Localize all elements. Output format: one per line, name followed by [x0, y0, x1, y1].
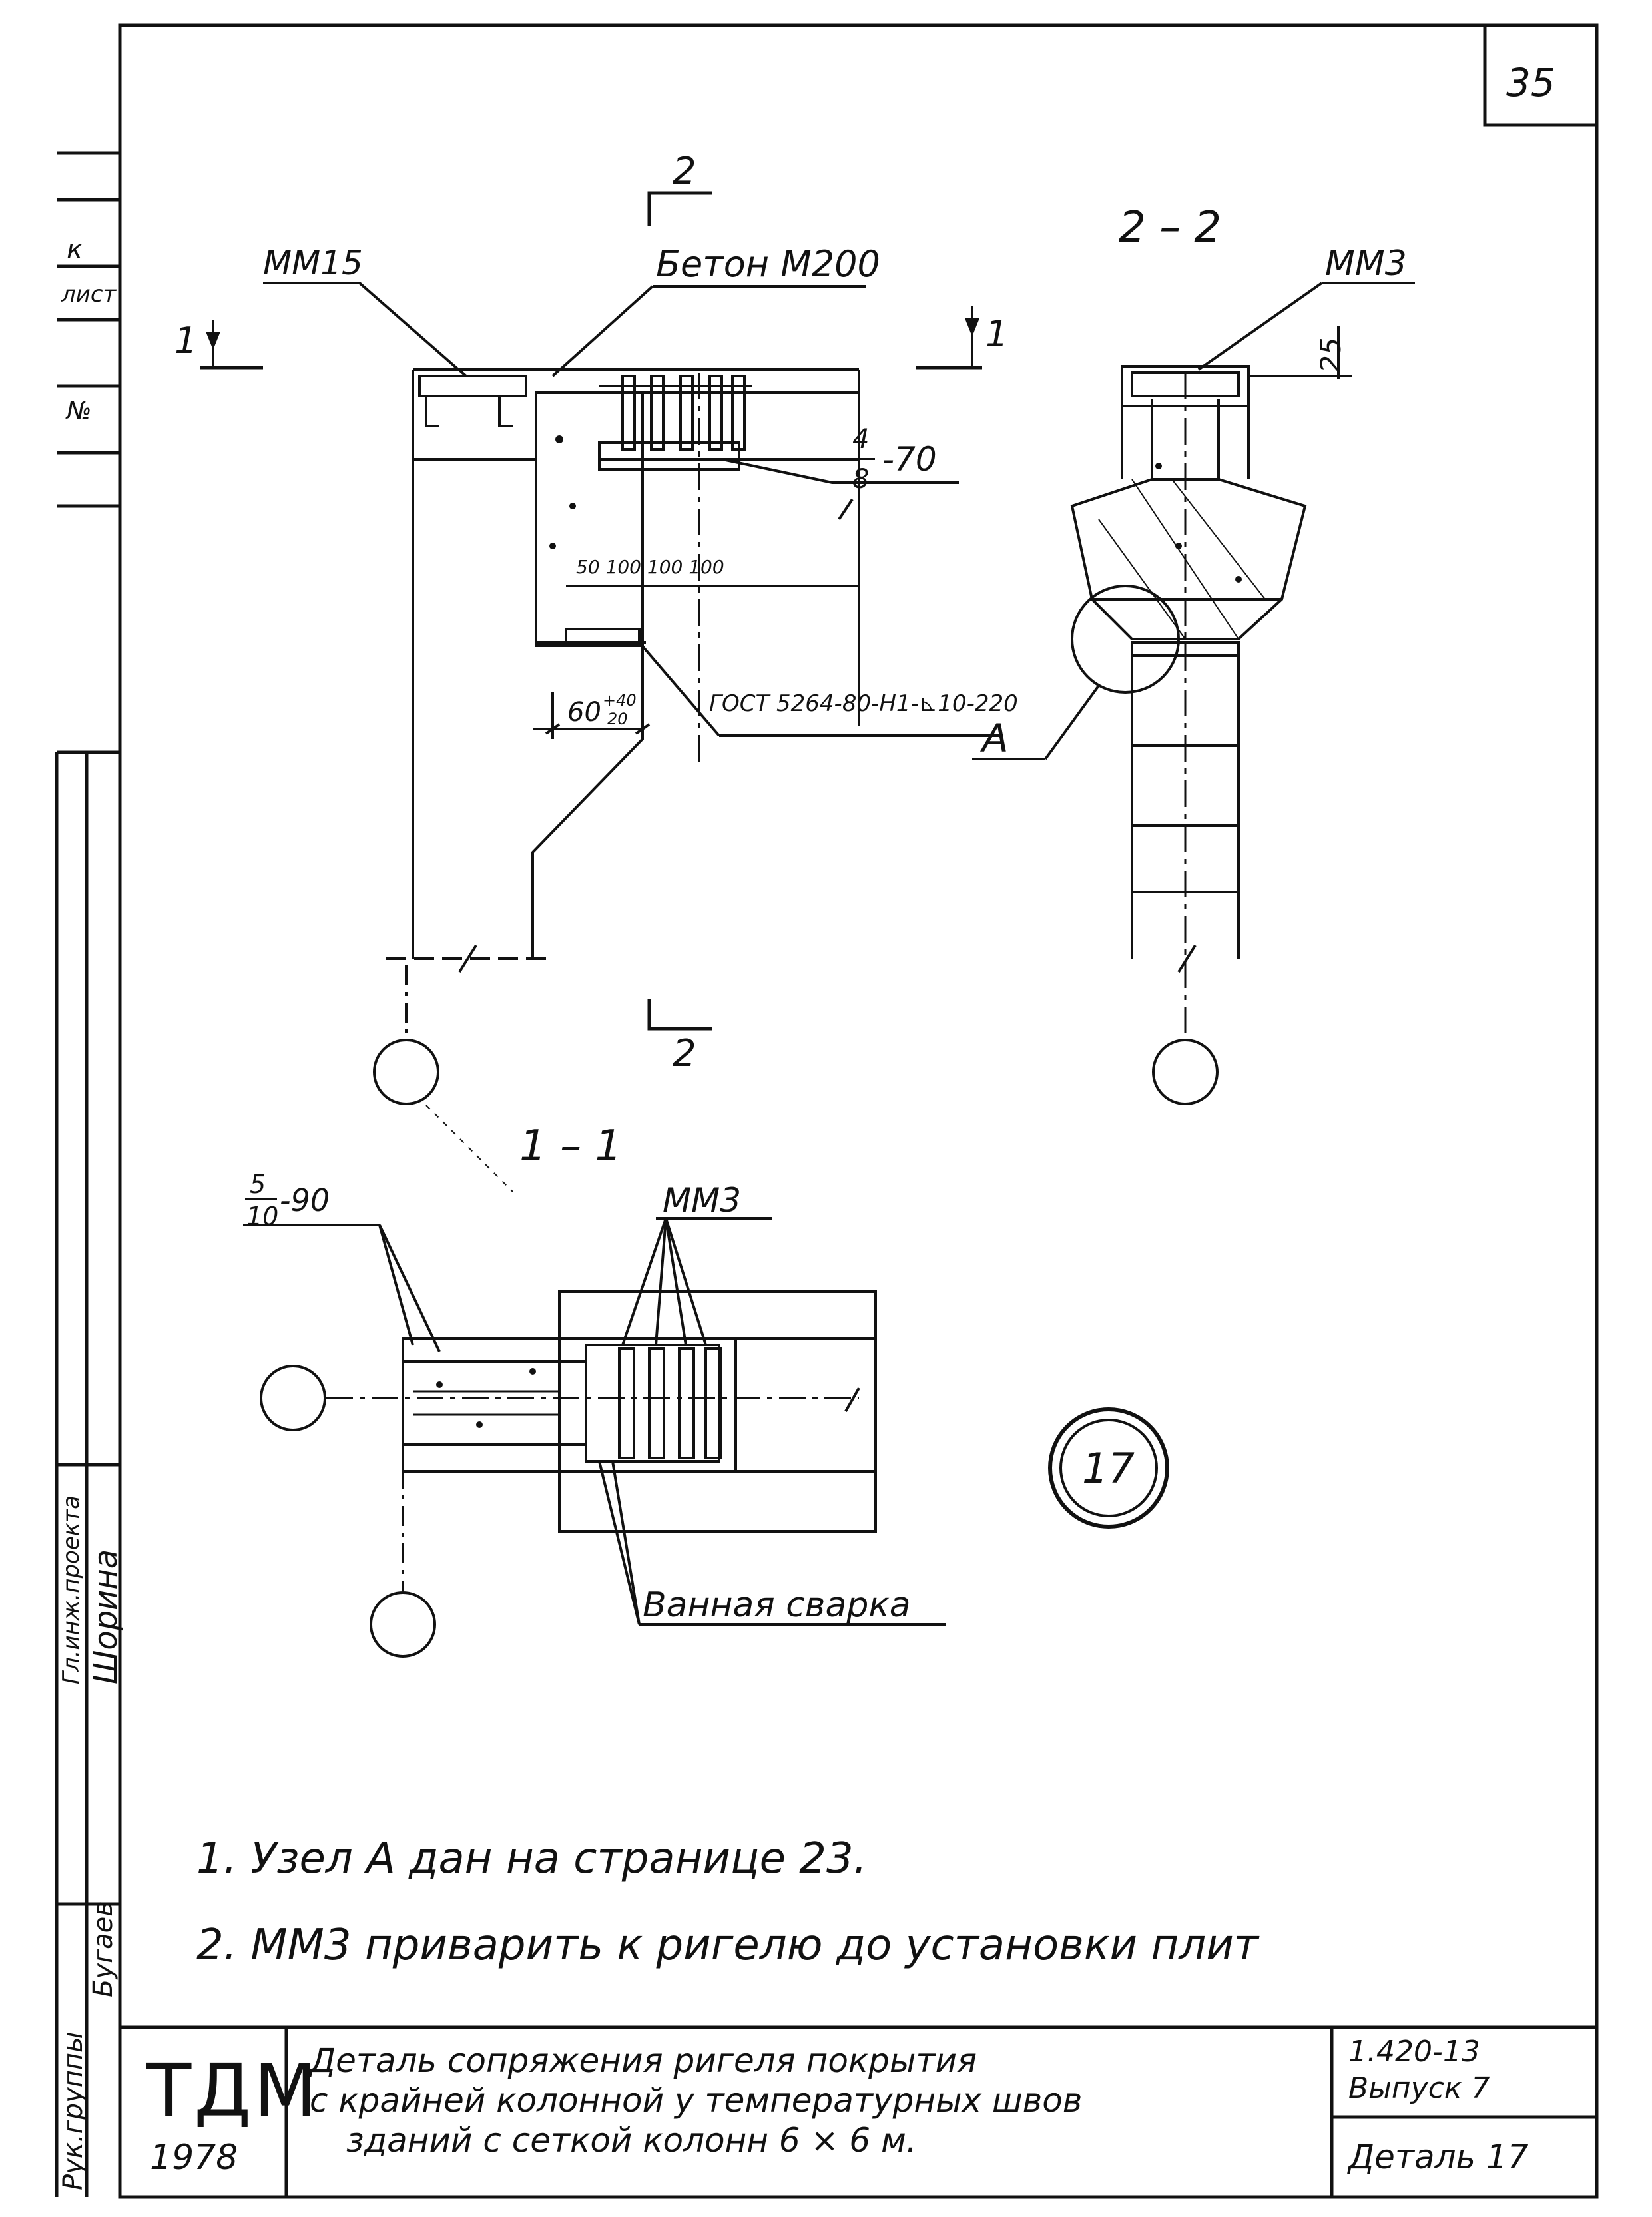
callout-concrete: Бетон М200: [656, 243, 880, 285]
title-issue: Выпуск 7: [1348, 2071, 1490, 2105]
plan-fraction-val: -90: [280, 1182, 330, 1218]
callout-mm3-plan: ММ3: [663, 1181, 742, 1220]
margin-stamp-k: к: [67, 234, 83, 265]
dim-60: 60: [567, 697, 601, 728]
title-line-2: с крайней колонной у температурных швов: [310, 2081, 1083, 2120]
section-1-1-title: 1 – 1: [519, 1122, 623, 1171]
margin-role-2: Рук.группы: [58, 2031, 89, 2190]
margin-role-1: Гл.инж.проекта: [58, 1495, 85, 1684]
callout-mm15: ММ15: [263, 244, 363, 282]
node-a-label: А: [982, 716, 1009, 761]
cut-label-1-left: 1: [174, 320, 198, 362]
rebar-fraction-val: -70: [882, 440, 937, 479]
plan-fraction-den: 10: [246, 1202, 279, 1231]
note-1: 1. Узел А дан на странице 23.: [196, 1834, 868, 1883]
title-series: 1.420-13: [1348, 2035, 1480, 2069]
callout-mm3-top: ММ3: [1325, 244, 1407, 284]
title-detail: Деталь 17: [1348, 2138, 1529, 2176]
detail-number: 17: [1082, 1444, 1135, 1493]
gost-weld-note: ГОСТ 5264-80-Н1-⊾10-220: [709, 690, 1018, 717]
spacing-dims: 50 100 100 100: [576, 556, 724, 578]
plan-fraction-bar: [245, 1198, 277, 1200]
plan-fraction-num: 5: [250, 1170, 266, 1199]
callout-bath-weld: Ванная сварка: [643, 1585, 911, 1625]
page-number-box: [1483, 23, 1599, 127]
title-block-org: ТДМ: [146, 2048, 320, 2133]
rebar-fraction-bar: [847, 458, 875, 460]
cut-label-2-top: 2: [673, 150, 696, 193]
rebar-fraction-den: 8: [852, 464, 870, 495]
margin-name-1: Шорина: [87, 1549, 125, 1684]
section-2-2: [972, 282, 1415, 1105]
dim-25: 25: [1314, 337, 1347, 373]
sheet-frame: [118, 23, 1599, 2199]
elevation-view: [200, 191, 999, 1105]
section-2-2-title: 2 – 2: [1119, 203, 1222, 252]
page-number: 35: [1506, 60, 1555, 105]
cut-label-1-right: 1: [985, 313, 1009, 355]
margin-name-2: Бугаев: [88, 1901, 119, 1997]
dim-60-tol-minus: 20: [607, 710, 628, 728]
title-line-1: Деталь сопряжения ригеля покрытия: [310, 2041, 977, 2080]
cut-label-2-bottom: 2: [673, 1032, 696, 1075]
note-2: 2. ММ3 приварить к ригелю до установки п…: [196, 1921, 1259, 1970]
rebar-fraction-num: 4: [852, 424, 870, 455]
margin-stamp-no: №: [67, 397, 92, 425]
title-line-3: зданий с сеткой колонн 6 × 6 м.: [346, 2121, 917, 2160]
dim-60-tol-plus: +40: [603, 691, 637, 710]
section-1-1: [243, 1105, 1169, 1658]
margin-stamp-list: лист: [61, 281, 117, 308]
title-block-year: 1978: [150, 2138, 238, 2178]
